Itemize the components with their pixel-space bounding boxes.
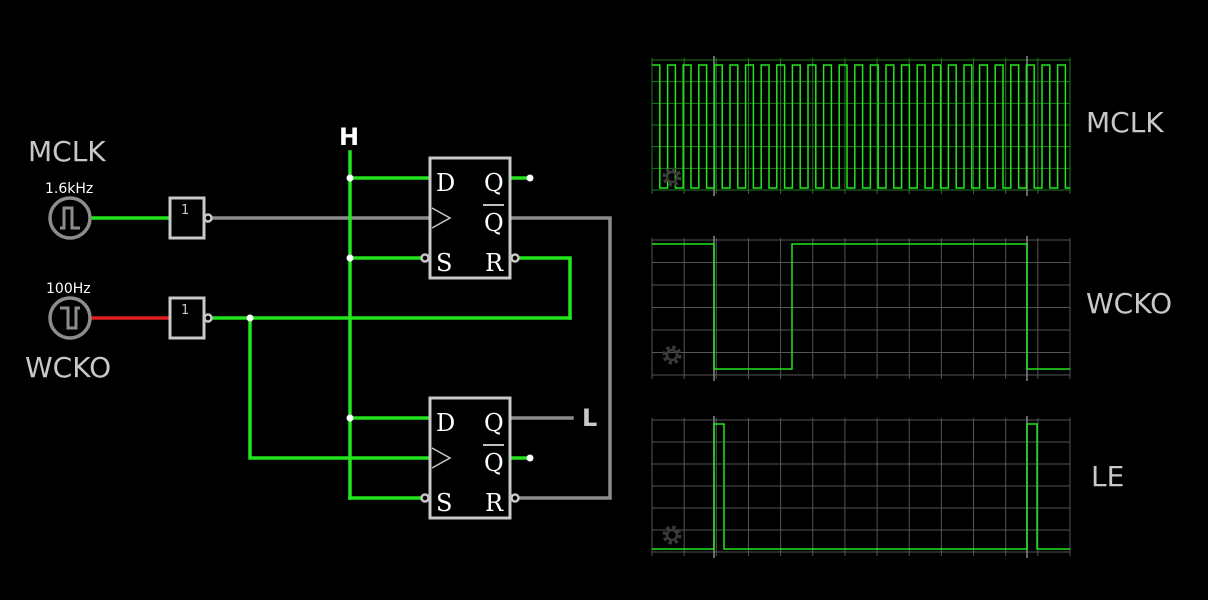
inversion-bubble <box>203 213 213 223</box>
mclk-label: MCLK <box>28 135 106 168</box>
gear-icon[interactable] <box>662 167 682 187</box>
clock-triangle-icon <box>431 207 452 229</box>
scope-channel-label: MCLK <box>1086 106 1164 139</box>
pin-qbar: Q <box>484 209 504 237</box>
wire-ff1-r <box>514 256 572 320</box>
wire-ff1-qbar-to-ff2-r <box>508 216 612 500</box>
scope-channel-label: LE <box>1091 460 1124 493</box>
junctions <box>246 174 534 462</box>
scope-wcko[interactable]: WCKO <box>651 236 1172 381</box>
pin-s: S <box>436 249 452 277</box>
pin-s: S <box>436 489 452 517</box>
not-gate-2[interactable]: 1 <box>168 296 213 340</box>
inversion-bubble <box>510 253 520 263</box>
wire-not2-to-ff2-clock <box>248 316 432 460</box>
wires <box>90 150 612 500</box>
mclk-input[interactable]: MCLK 1.6kHz <box>28 135 106 240</box>
pin-q: Q <box>484 409 504 437</box>
pin-q: Q <box>484 169 504 197</box>
pin-r: R <box>485 249 504 277</box>
pin-d: D <box>436 409 455 437</box>
junction-dot <box>526 174 534 182</box>
pin-qbar: Q <box>484 449 504 477</box>
waveform-trace <box>652 64 1070 189</box>
junction-dot <box>246 314 254 322</box>
gate-symbol: 1 <box>181 203 189 218</box>
clock-source-icon[interactable] <box>48 296 92 340</box>
waveform-trace <box>652 243 1070 370</box>
high-constant-label[interactable]: H <box>339 123 359 151</box>
wcko-frequency: 100Hz <box>46 281 91 297</box>
clock-source-icon[interactable] <box>48 196 92 240</box>
gear-icon[interactable] <box>662 345 682 365</box>
wcko-input[interactable]: 100Hz WCKO <box>25 281 111 384</box>
junction-dot <box>346 174 354 182</box>
inversion-bubble <box>420 253 430 263</box>
scope-channel-label: WCKO <box>1086 287 1172 320</box>
junction-dot <box>346 414 354 422</box>
gate-symbol: 1 <box>181 303 189 318</box>
d-flipflop-1[interactable]: D Q Q S R <box>420 156 520 280</box>
inversion-bubble <box>510 493 520 503</box>
waveform-trace <box>652 423 1070 550</box>
junction-dot <box>346 254 354 262</box>
pin-r: R <box>485 489 504 517</box>
square-wave-glyph <box>60 306 80 330</box>
d-flipflop-2[interactable]: D Q Q S R <box>420 396 520 520</box>
wcko-label: WCKO <box>25 351 111 384</box>
gear-icon[interactable] <box>662 525 682 545</box>
inversion-bubble <box>420 493 430 503</box>
inversion-bubble <box>203 313 213 323</box>
not-gate-1[interactable]: 1 <box>168 196 213 240</box>
mclk-frequency: 1.6kHz <box>45 181 93 197</box>
pin-d: D <box>436 169 455 197</box>
scope-le[interactable]: LE <box>651 416 1124 558</box>
scope-mclk[interactable]: MCLK <box>651 56 1164 196</box>
junction-dot <box>526 454 534 462</box>
square-wave-glyph <box>60 206 80 230</box>
clock-triangle-icon <box>431 447 452 469</box>
low-constant-label[interactable]: L <box>582 404 597 432</box>
